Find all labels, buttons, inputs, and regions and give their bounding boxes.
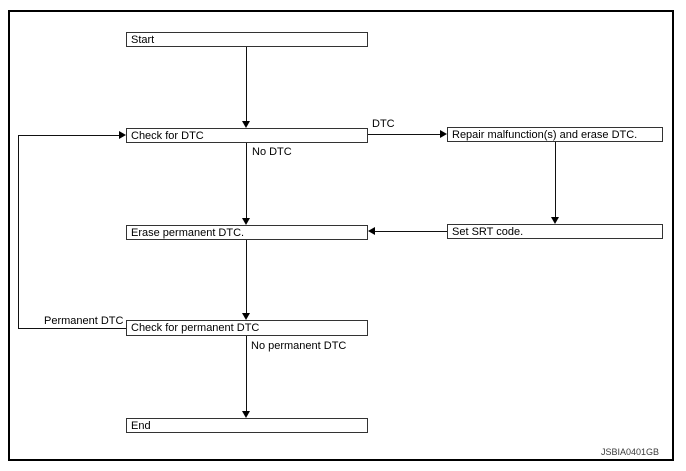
arrowhead-right-icon [119, 131, 126, 139]
edge-label-no-dtc: No DTC [252, 146, 292, 158]
figure-code-label: JSBIA0401GB [600, 447, 659, 457]
node-end: End [126, 418, 368, 433]
node-set-srt-code: Set SRT code. [447, 224, 663, 239]
node-check-dtc: Check for DTC [126, 128, 368, 143]
edge-loop-vertical-segment [18, 135, 19, 328]
edge-label-permanent-dtc: Permanent DTC [44, 315, 124, 327]
edge-erase-permanent-to-check-permanent [246, 240, 247, 313]
node-check-permanent-dtc: Check for permanent DTC [126, 320, 368, 336]
arrowhead-right-icon [440, 130, 447, 138]
edge-set-srt-to-erase-permanent [375, 231, 447, 232]
edge-loop-top-segment [18, 135, 119, 136]
edge-check-permanent-to-end [246, 336, 247, 411]
edge-label-dtc: DTC [372, 118, 395, 130]
diagram-border-frame [8, 10, 674, 461]
arrowhead-down-icon [242, 313, 250, 320]
arrowhead-down-icon [242, 218, 250, 225]
arrowhead-down-icon [242, 411, 250, 418]
edge-start-to-check-dtc [246, 47, 247, 121]
edge-repair-to-set-srt [555, 142, 556, 217]
edge-label-no-permanent-dtc: No permanent DTC [251, 340, 347, 352]
arrowhead-left-icon [368, 227, 375, 235]
node-erase-permanent-dtc: Erase permanent DTC. [126, 225, 368, 240]
arrowhead-down-icon [242, 121, 250, 128]
edge-check-dtc-to-erase-permanent [246, 143, 247, 218]
node-repair-malfunction: Repair malfunction(s) and erase DTC. [447, 127, 663, 142]
edge-check-dtc-to-repair [368, 134, 440, 135]
edge-loop-bottom-segment [18, 328, 126, 329]
arrowhead-down-icon [551, 217, 559, 224]
node-start: Start [126, 32, 368, 47]
